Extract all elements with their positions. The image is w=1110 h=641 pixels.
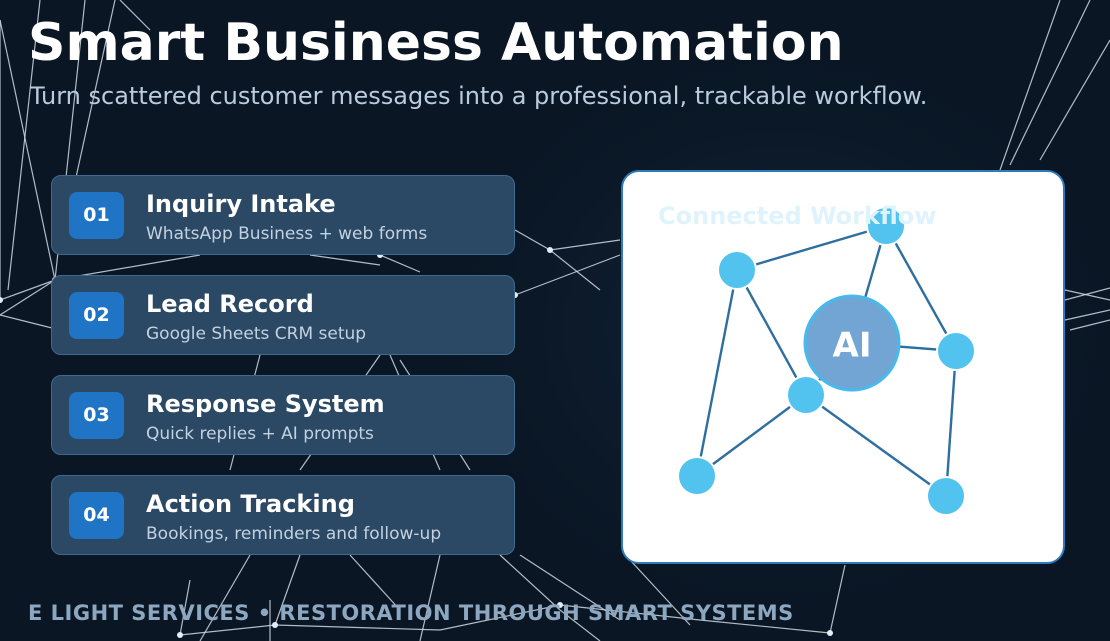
workflow-node (926, 476, 966, 516)
background-line (0, 19, 56, 281)
step-card-response-system: 03 Response System Quick replies + AI pr… (51, 375, 515, 455)
background-line (274, 624, 441, 631)
background-line (549, 249, 601, 291)
step-card-lead-record: 02 Lead Record Google Sheets CRM setup (51, 275, 515, 355)
step-title: Action Tracking (146, 490, 355, 518)
background-line (559, 604, 701, 621)
workflow-panel: AI Connected Workflow (621, 170, 1065, 564)
background-dot (272, 622, 278, 628)
background-line (179, 624, 276, 636)
step-description: Quick replies + AI prompts (146, 424, 374, 444)
background-line (0, 279, 56, 316)
step-number-badge: 02 (69, 292, 124, 339)
step-description: Google Sheets CRM setup (146, 324, 367, 344)
workflow-connection (805, 394, 947, 497)
background-dot (547, 247, 553, 253)
background-line (0, 314, 61, 331)
step-number-badge: 01 (69, 192, 124, 239)
footer-tagline: E LIGHT SERVICES • RESTORATION THROUGH S… (28, 601, 794, 625)
step-title: Lead Record (146, 290, 314, 318)
background-line (699, 619, 831, 634)
ai-hub-node: AI (803, 294, 901, 392)
background-line (1069, 319, 1110, 331)
background-line (199, 554, 251, 641)
background-line (309, 254, 381, 266)
step-description: Bookings, reminders and follow-up (146, 524, 442, 544)
page-title: Smart Business Automation (28, 13, 844, 73)
workflow-node (786, 375, 826, 415)
step-title: Response System (146, 390, 385, 418)
background-line (119, 0, 151, 31)
workflow-connection (695, 269, 739, 477)
background-line (349, 554, 401, 611)
background-line (274, 554, 301, 626)
background-line (419, 554, 441, 641)
background-line (439, 604, 561, 631)
background-line (0, 279, 56, 301)
ai-hub-label: AI (833, 326, 872, 366)
step-number-badge: 03 (69, 392, 124, 439)
workflow-connection (944, 350, 958, 497)
background-line (999, 0, 1061, 171)
workflow-node (717, 250, 757, 290)
background-line (514, 254, 621, 296)
background-dot (0, 297, 3, 303)
step-description: WhatsApp Business + web forms (146, 224, 428, 244)
workflow-connection (884, 225, 958, 352)
step-card-action-tracking: 04 Action Tracking Bookings, reminders a… (51, 475, 515, 555)
background-dot (827, 630, 833, 636)
step-number-badge: 04 (69, 492, 124, 539)
background-line (1064, 287, 1110, 301)
workflow-node (677, 456, 717, 496)
background-line (559, 609, 601, 641)
background-line (379, 254, 421, 273)
background-line (629, 559, 691, 626)
workflow-connection (736, 224, 887, 272)
background-line (1064, 289, 1110, 301)
background-line (179, 579, 191, 636)
workflow-node (936, 331, 976, 371)
workflow-connection (696, 394, 807, 477)
background-dot (557, 602, 563, 608)
workflow-panel-title: Connected Workflow (658, 202, 937, 230)
background-line (549, 239, 621, 251)
workflow-connection (735, 269, 808, 396)
background-line (499, 554, 561, 611)
step-card-inquiry-intake: 01 Inquiry Intake WhatsApp Business + we… (51, 175, 515, 255)
background-line (1064, 309, 1110, 321)
background-line (514, 229, 551, 251)
workflow-node (866, 206, 906, 246)
step-title: Inquiry Intake (146, 190, 336, 218)
background-line (1039, 39, 1110, 161)
background-line (829, 564, 846, 634)
background-dot (177, 632, 183, 638)
background-line (1009, 0, 1091, 166)
page-subtitle: Turn scattered customer messages into a … (30, 82, 928, 110)
workflow-network-diagram: AI (677, 206, 976, 516)
background-line (7, 0, 41, 291)
